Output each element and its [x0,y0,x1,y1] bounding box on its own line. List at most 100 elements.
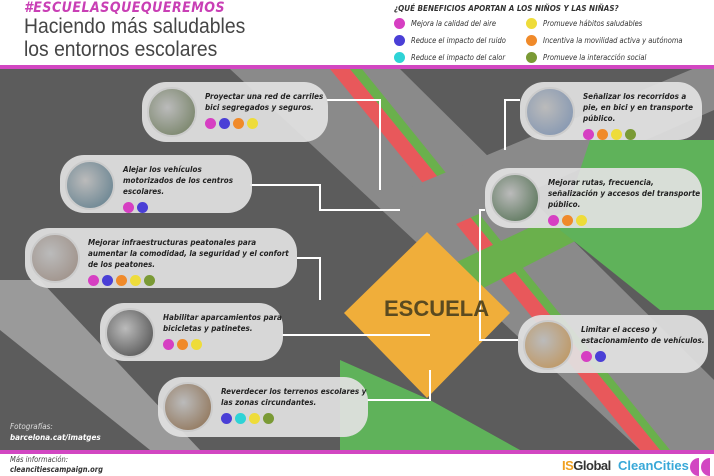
benefit-dot-icon [233,118,244,129]
benefit-dot-icon [177,339,188,350]
measure-text: Proyectar una red de carriles bici segre… [205,92,324,112]
benefit-dot-icon [249,413,260,424]
photo [105,308,155,358]
top-divider [0,65,714,69]
measure-text: Mejorar infraestructuras peatonales para… [88,238,289,269]
photo [490,173,540,223]
benefit-dot-icon [562,215,573,226]
benefit-dot-icon [581,351,592,362]
legend-label: Incentiva la movilidad activa y autónoma [543,36,683,45]
header: #ESCUELASQUEQUEREMOS Haciendo más saluda… [0,0,714,65]
legend-item-aire: Mejora la calidad del aire [394,17,526,30]
park-bottom [340,360,520,450]
benefit-dot-icon [548,215,559,226]
benefit-dots [205,118,328,129]
credits-source: barcelona.cat/imatges [10,433,101,442]
photo [65,160,115,210]
benefit-dot-icon [163,339,174,350]
legend: Mejora la calidad del aire Promueve hábit… [394,17,706,64]
measure-card: Limitar el acceso y estacionamiento de v… [518,315,708,373]
benefit-dot-icon [221,413,232,424]
photo [523,320,573,370]
photo [147,87,197,137]
isglobal-is: IS [562,458,574,473]
school-area [344,232,510,398]
title-line-1: Haciendo más saludables [24,15,246,38]
legend-dot-icon [526,18,537,29]
measure-text: Habilitar aparcamientos para bicicletas … [163,313,282,333]
measure-card: Alejar los vehículos motorizados de los … [60,155,252,213]
photo [30,233,80,283]
benefit-dot-icon [583,129,594,140]
benefit-dots [163,339,283,350]
legend-label: Mejora la calidad del aire [411,19,497,28]
measure-text: Señalizar los recorridos a pie, en bici … [583,92,694,123]
school-label: ESCUELA [384,296,490,321]
benefit-dots [88,275,297,286]
legend-label: Promueve la interacción social [543,53,647,62]
measure-card: Mejorar infraestructuras peatonales para… [25,228,297,288]
benefit-dot-icon [123,202,134,213]
title-line-2: los entornos escolares [24,38,218,61]
isglobal-logo: ISGlobal [562,458,611,473]
legend-dot-icon [526,52,537,63]
bottom-divider [0,450,714,454]
measure-card: Reverdecer los terrenos escolares y las … [158,377,368,437]
legend-question: ¿QUÉ BENEFICIOS APORTAN A LOS NIÑOS Y LA… [394,4,619,13]
benefit-dots [221,413,368,424]
benefit-dot-icon [102,275,113,286]
measure-text: Limitar el acceso y estacionamiento de v… [581,325,705,345]
benefit-dot-icon [595,351,606,362]
benefit-dot-icon [219,118,230,129]
benefit-dots [581,351,708,362]
hashtag: #ESCUELASQUEQUEREMOS [24,0,226,16]
legend-label: Reduce el impacto del calor [411,53,506,62]
photo [525,87,575,137]
more-info-link[interactable]: cleancitiescampaign.org [10,465,103,474]
benefit-dots [583,129,702,140]
measure-card: Habilitar aparcamientos para bicicletas … [100,303,283,361]
benefit-dot-icon [130,275,141,286]
connector-lines [250,99,520,401]
benefit-dot-icon [597,129,608,140]
measure-text: Reverdecer los terrenos escolares y las … [221,387,367,407]
photo [163,382,213,432]
benefit-dot-icon [88,275,99,286]
benefit-dot-icon [235,413,246,424]
more-info: Más información:cleancitiescampaign.org [10,455,103,475]
benefit-dot-icon [191,339,202,350]
legend-dot-icon [394,35,405,46]
measure-card: Proyectar una red de carriles bici segre… [142,82,328,142]
benefit-dot-icon [611,129,622,140]
legend-label: Reduce el impacto del ruido [411,36,506,45]
benefit-dot-icon [205,118,216,129]
legend-item-habitos: Promueve hábitos saludables [526,17,706,30]
benefit-dots [123,202,252,213]
measure-text: Mejorar rutas, frecuencia, señalización … [548,178,701,209]
footer [0,454,714,476]
legend-dot-icon [394,18,405,29]
benefit-dot-icon [116,275,127,286]
left-road [0,280,200,450]
cleancities-logo: CleanCities [618,458,689,473]
benefit-dot-icon [137,202,148,213]
legend-dot-icon [394,52,405,63]
credits-label: Fotografías: [10,422,53,431]
benefit-dot-icon [247,118,258,129]
legend-item-ruido: Reduce el impacto del ruido [394,34,526,47]
benefit-dot-icon [263,413,274,424]
measure-text: Alejar los vehículos motorizados de los … [123,165,234,196]
benefit-dot-icon [144,275,155,286]
legend-item-social: Promueve la interacción social [526,51,706,64]
legend-item-calor: Reduce el impacto del calor [394,51,526,64]
cleancities-mark-icon [690,458,710,476]
legend-item-movilidad: Incentiva la movilidad activa y autónoma [526,34,706,47]
more-info-label: Más información: [10,455,69,464]
photo-credits: Fotografías: barcelona.cat/imatges [10,421,101,443]
benefit-dot-icon [625,129,636,140]
legend-label: Promueve hábitos saludables [543,19,643,28]
measure-card: Mejorar rutas, frecuencia, señalización … [485,168,702,228]
legend-dot-icon [526,35,537,46]
benefit-dot-icon [576,215,587,226]
measure-card: Señalizar los recorridos a pie, en bici … [520,82,702,140]
